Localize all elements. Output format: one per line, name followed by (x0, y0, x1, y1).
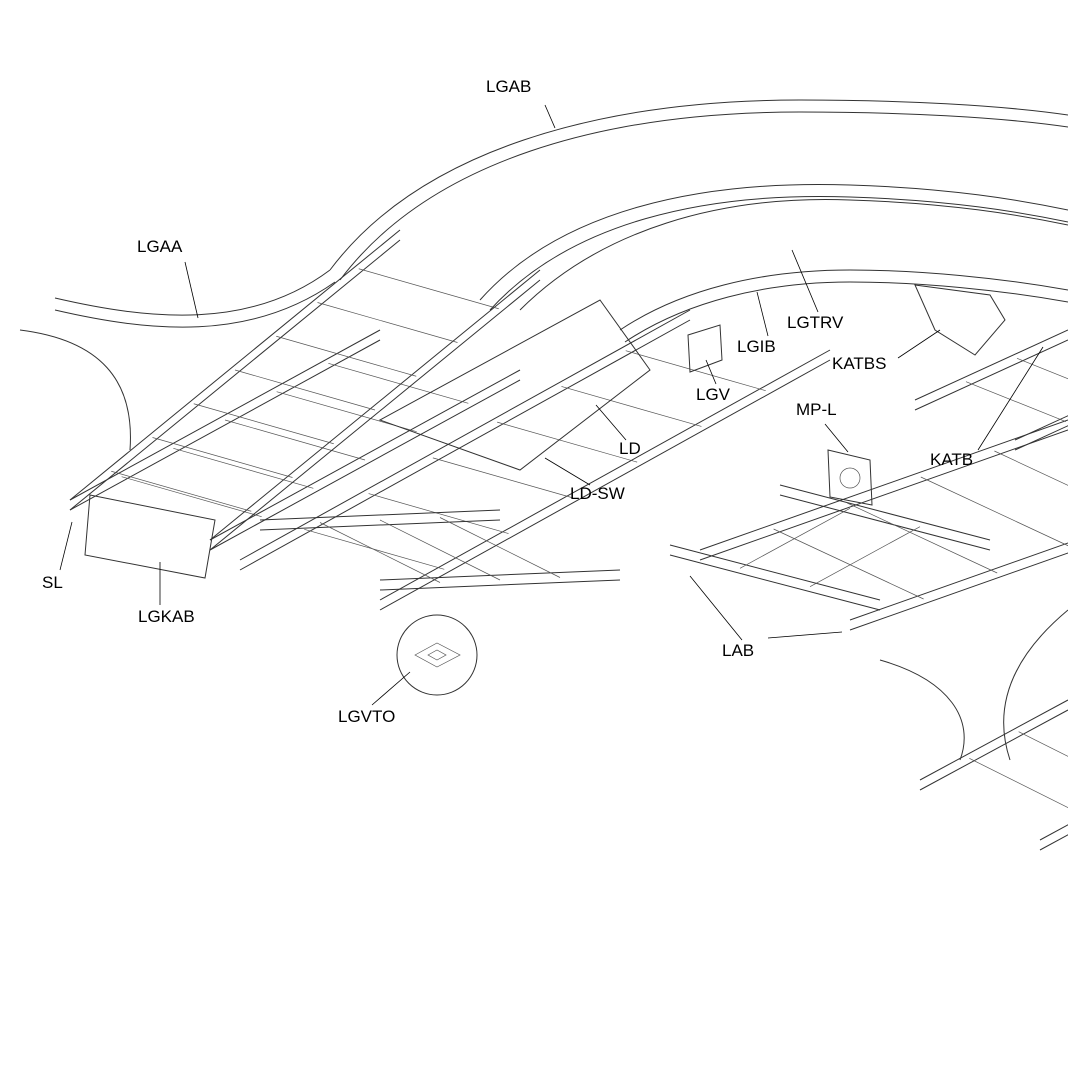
ladder-rung (994, 450, 1068, 486)
ladder-rung (1016, 358, 1068, 380)
ladder-rail (209, 379, 521, 551)
ladder-rail (379, 349, 831, 601)
ladder-rail (379, 359, 831, 611)
ladder-rung (121, 476, 262, 518)
outer-bend-rail (329, 99, 1068, 271)
ladder-rung (328, 362, 469, 404)
leader-lines (59, 104, 1044, 706)
label-lgvto: LGVTO (338, 707, 396, 726)
lgv-connector-plate (687, 324, 723, 373)
ladder-rung (152, 437, 293, 478)
ladder-rail (919, 709, 1068, 791)
second-bend-inner-rail (619, 269, 1068, 331)
label-lab: LAB (722, 641, 755, 660)
ladder-rung (439, 517, 561, 578)
ladder-rung (317, 302, 458, 343)
cover-plate (378, 299, 651, 471)
lower-tee-curve (879, 659, 965, 761)
ladder-rung (234, 369, 376, 411)
mp-l-hole (839, 467, 861, 489)
ladder-rail (1014, 425, 1068, 451)
label-katb: KATB (930, 450, 974, 469)
ladder-rail (849, 552, 1068, 631)
ladder-rail (849, 542, 1068, 621)
tee-curve (19, 329, 131, 451)
ladder-rail (919, 699, 1068, 781)
inner-bend-rail (489, 196, 1068, 311)
ladder-rail (259, 509, 501, 521)
label-lgab: LGAB (486, 77, 532, 96)
ladder-rail (1039, 824, 1068, 841)
ladder-rail (209, 369, 521, 541)
label-lgib: LGIB (737, 337, 776, 356)
lower-tee-curve (1003, 609, 1068, 761)
ladder-rail (914, 339, 1068, 411)
ladder-rung (1018, 731, 1068, 757)
label-katbs: KATBS (832, 354, 887, 373)
ladder-rung (809, 526, 921, 587)
lgkab-end-cap (84, 494, 216, 579)
ladder-rung (739, 508, 851, 569)
ladder-rail (209, 279, 541, 551)
ladder-rail (239, 309, 691, 561)
second-bend-inner-rail (624, 281, 1068, 343)
second-bend-rail (519, 199, 1068, 311)
ladder-rung (625, 350, 766, 392)
ladder-rail (239, 319, 691, 571)
ladder-rung (111, 470, 252, 512)
label-sl: SL (42, 573, 63, 592)
ladder-rail (1039, 834, 1068, 851)
label-lgv: LGV (696, 385, 731, 404)
ladder-rung (432, 457, 573, 499)
ladder-rail (669, 554, 881, 611)
label-ld: LD (619, 439, 641, 458)
katbs-plate (914, 284, 1006, 356)
mp-l-plate (827, 449, 873, 506)
ladder-rail (699, 419, 1068, 551)
ladder-rung (497, 421, 638, 463)
ladder-rail (1014, 415, 1068, 441)
ladder-rail (669, 544, 881, 601)
lgaa-bend-rail (54, 269, 331, 316)
ladder-rail (699, 429, 1068, 561)
ladder-rail (779, 494, 991, 551)
ladder-rung (773, 528, 924, 600)
label-lgtrv: LGTRV (787, 313, 844, 332)
lgaa-bend-rail (54, 281, 336, 328)
ladder-rail (69, 229, 401, 501)
ladder-rung (920, 476, 1068, 547)
ladder-rung (965, 381, 1067, 422)
ladder-rail (779, 484, 991, 541)
label-mp-l: MP-L (796, 400, 837, 419)
ladder-rung (379, 519, 501, 581)
inner-bend-rail (479, 184, 1068, 301)
ladder-rung (358, 268, 499, 310)
ladder-rung (276, 335, 417, 377)
ladder-rung (224, 419, 366, 461)
ladder-rail (379, 579, 621, 591)
outer-bend-rail (339, 111, 1068, 281)
label-lgkab: LGKAB (138, 607, 195, 626)
ladder-rung (173, 447, 314, 489)
ladder-rung (319, 522, 441, 583)
ladder-rung (969, 758, 1068, 809)
ladder-rung (561, 386, 702, 427)
ladder-rail (209, 269, 541, 541)
label-ld-sw: LD-SW (570, 484, 625, 503)
ladder-rung (847, 502, 998, 574)
ladder-rail (259, 519, 501, 531)
ladder-rung (193, 403, 334, 445)
ladder-rung (368, 493, 509, 534)
label-lgaa: LGAA (137, 237, 183, 256)
ladder-rail (69, 339, 381, 511)
ladder-rail (69, 239, 401, 511)
ladder-rail (69, 329, 381, 501)
lgvto-detail-circle (396, 614, 478, 696)
ladder-rail (379, 569, 621, 581)
lgvto-detail (414, 642, 461, 668)
ladder-rail (914, 329, 1068, 401)
